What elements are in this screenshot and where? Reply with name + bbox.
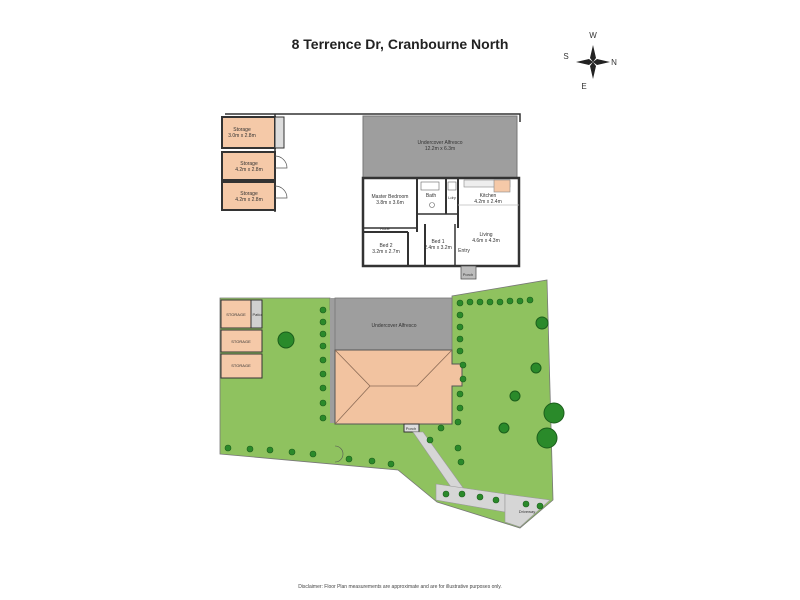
tree-icon xyxy=(536,427,558,449)
fp-storage-3-dims: 4.2m x 2.8m xyxy=(235,197,263,203)
compass-e: E xyxy=(581,82,586,91)
fp-house xyxy=(361,176,521,268)
fp-storage-3-label: Storage xyxy=(240,191,258,197)
site-porch xyxy=(403,423,420,433)
compass-w: W xyxy=(589,31,597,40)
site-storage-1 xyxy=(220,299,252,329)
site-driveway xyxy=(504,493,551,528)
fp-porch-label: Porch xyxy=(463,272,473,277)
tree-icon xyxy=(530,362,542,374)
fp-laundry-label: Ldry xyxy=(448,195,456,200)
tree-icon xyxy=(535,316,549,330)
site-storage-3-label: STORAGE xyxy=(231,363,251,368)
site-storage-3 xyxy=(220,353,263,379)
fp-storage-3 xyxy=(221,181,276,211)
fp-alfresco-dims: 12.2m x 6.3m xyxy=(425,146,455,152)
fp-bath-label: Bath xyxy=(426,193,437,199)
fp-living-label: Living xyxy=(479,232,492,238)
site-storage-1-label: STORAGE xyxy=(226,312,246,317)
compass-arrow-n xyxy=(593,59,610,65)
fp-kitchen-dims: 4.2m x 2.4m xyxy=(474,199,502,205)
floor-plan: Storage 3.0m x 2.8m Storage 4.2m x 2.8m … xyxy=(221,113,521,280)
fp-bed2-label: Bed 2 xyxy=(379,243,392,249)
site-alfresco-label: Undercover Alfresco xyxy=(371,323,416,329)
fp-master-label: Master Bedroom xyxy=(372,194,409,200)
site-storage-2-label: STORAGE xyxy=(231,339,251,344)
shrub-row xyxy=(224,296,544,510)
fp-store-closet xyxy=(274,116,285,149)
site-storage-2 xyxy=(220,329,263,353)
fp-bed1-label: Bed 1 xyxy=(431,239,444,245)
site-alfresco xyxy=(334,297,453,351)
site-patio-label: Patio xyxy=(252,312,262,317)
fp-master-dims: 3.8m x 3.6m xyxy=(376,200,404,206)
site-plan: STORAGE Patio STORAGE STORAGE Undercover… xyxy=(219,279,565,529)
compass-s: S xyxy=(563,52,568,61)
fp-porch xyxy=(460,265,477,280)
fp-living-dims: 4.6m x 4.3m xyxy=(472,238,500,244)
fp-storage-2 xyxy=(221,151,276,181)
fp-robe-label: Robe xyxy=(380,226,390,231)
compass-n: N xyxy=(611,58,617,67)
fp-storage-2-label: Storage xyxy=(240,161,258,167)
compass-arrow-e xyxy=(590,62,596,79)
site-porch-label: Porch xyxy=(406,426,416,431)
fp-entry-label: Entry xyxy=(458,248,470,254)
site-roof xyxy=(334,349,463,425)
compass-arrow-s xyxy=(576,59,593,65)
site-patio xyxy=(250,299,263,329)
fp-storage-2-dims: 4.2m x 2.8m xyxy=(235,167,263,173)
disclaimer-text: Disclaimer: Floor Plan measurements are … xyxy=(298,584,502,590)
tree-icon xyxy=(277,331,295,349)
fp-storage-1-label: Storage xyxy=(233,127,251,133)
fp-alfresco xyxy=(362,115,518,179)
tree-icon xyxy=(543,402,565,424)
fp-bed2-dims: 3.2m x 2.7m xyxy=(372,249,400,255)
fp-kitchen-label: Kitchen xyxy=(480,193,497,199)
compass: W S N E xyxy=(563,31,617,91)
tree-icon xyxy=(509,390,521,402)
compass-arrow-w xyxy=(590,45,596,62)
fp-bed1-dims: 2.4m x 3.2m xyxy=(424,245,452,251)
fp-storage-1-dims: 3.0m x 2.8m xyxy=(228,133,256,139)
page-title: 8 Terrence Dr, Cranbourne North xyxy=(291,36,509,52)
fp-alfresco-label: Undercover Alfresco xyxy=(417,140,462,146)
site-driveway-label: Driveway xyxy=(519,509,535,514)
tree-icon xyxy=(498,422,510,434)
